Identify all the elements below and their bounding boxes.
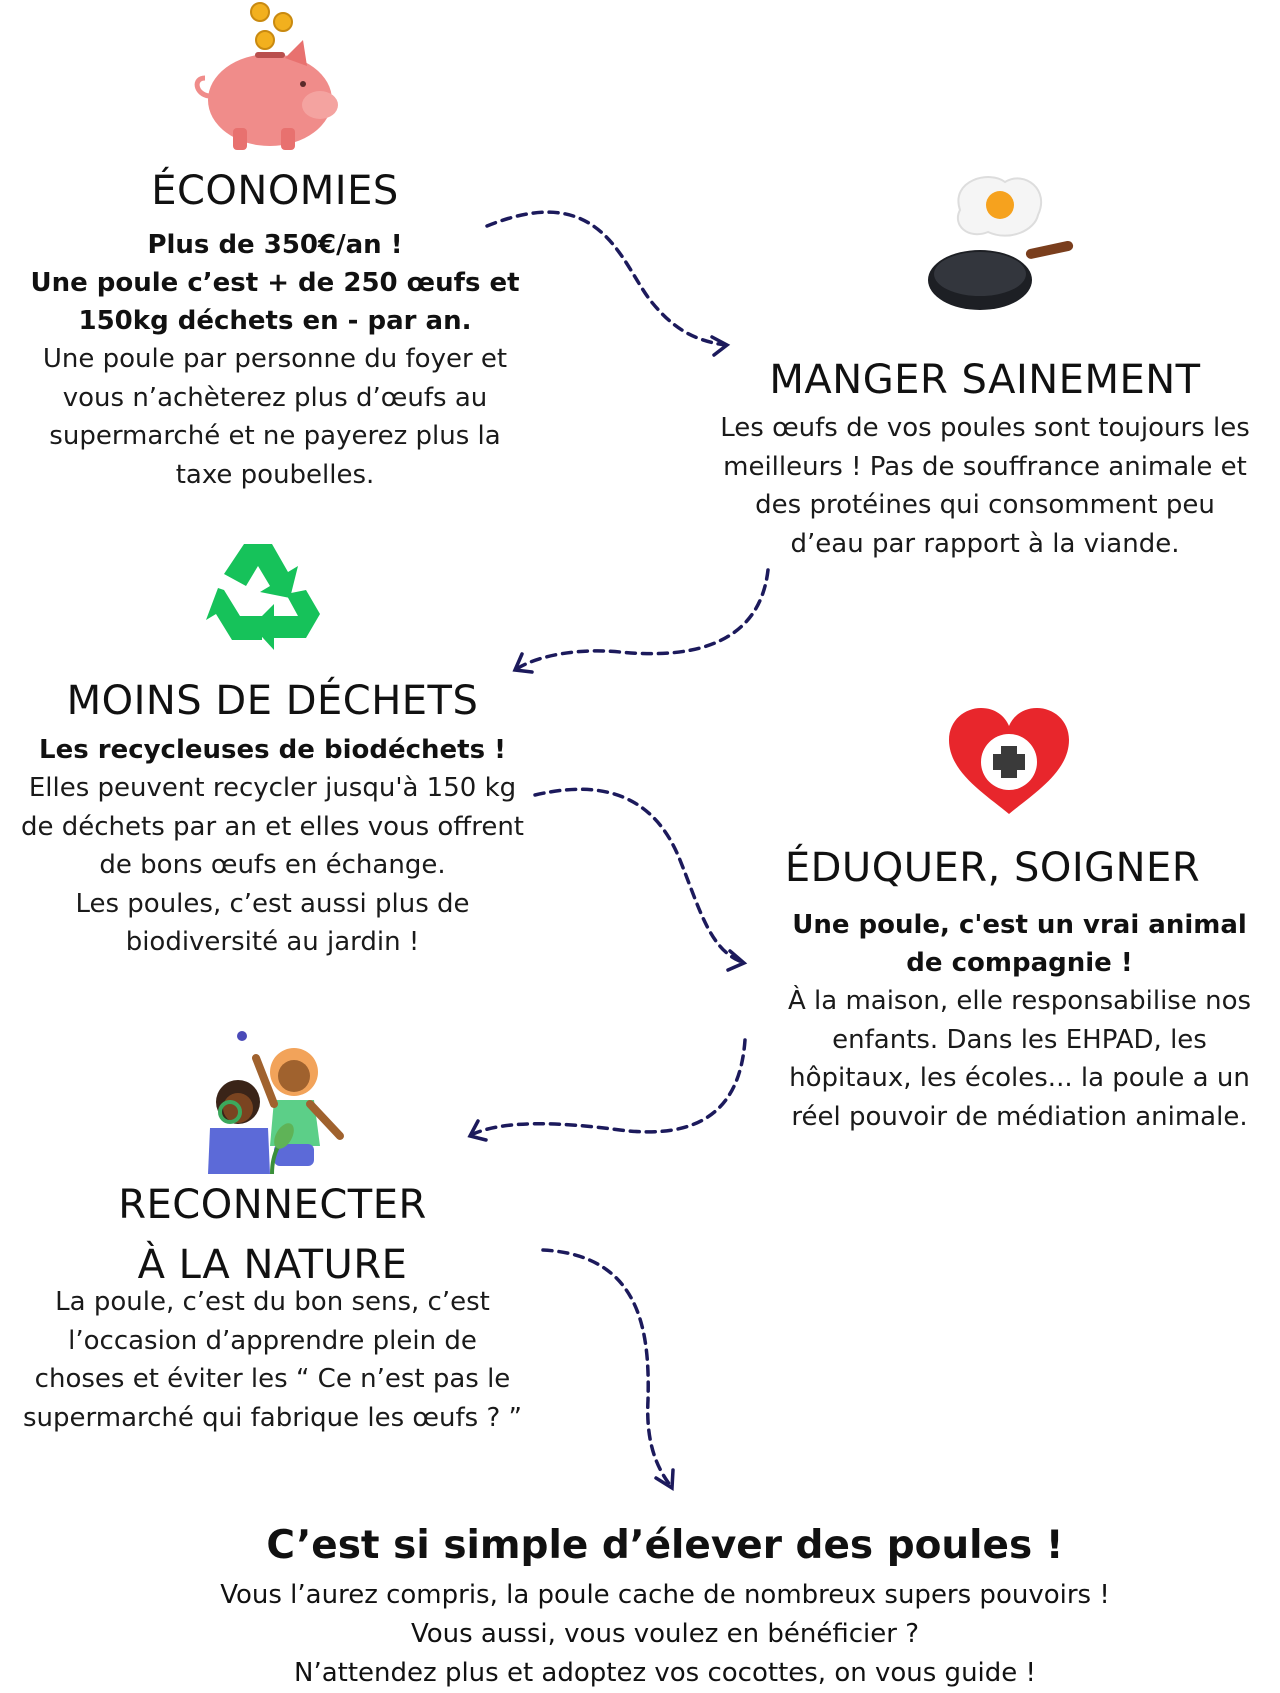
eduquer-text: Une poule, c'est un vrai animal de compa…	[757, 906, 1280, 1136]
manger-title: MANGER SAINEMENT	[769, 357, 1201, 403]
eduquer-body-line: À la maison, elle responsabilise nos	[787, 986, 1252, 1016]
recycle-icon	[202, 536, 322, 654]
piggy-bank-icon	[185, 0, 340, 155]
nature-body-line: choses et éviter les “ Ce n’est pas le	[34, 1364, 511, 1394]
dechets-body-line: de bons œufs en échange.	[99, 850, 446, 880]
economies-body-line: vous n’achèterez plus d’œufs au	[62, 382, 488, 413]
economies-title: ÉCONOMIES	[151, 168, 399, 214]
arrowhead-2	[512, 652, 534, 674]
nature-text: La poule, c’est du bon sens, c’est l’occ…	[0, 1283, 545, 1437]
nature-body-line: supermarché qui fabrique les œufs ? ”	[23, 1402, 522, 1433]
manger-body-line: d’eau par rapport à la viande.	[790, 528, 1180, 559]
economies-body-line: supermarché et ne payerez plus la	[49, 421, 501, 451]
arrowhead-5	[654, 1468, 675, 1492]
dechets-body-line: Les poules, c’est aussi plus de	[75, 888, 470, 919]
children-nature-icon	[190, 1028, 360, 1176]
dechets-body-line: de déchets par an et elles vous offrent	[20, 811, 524, 842]
final-body-line: Vous l’aurez compris, la poule cache de …	[220, 1580, 1110, 1610]
economies-bold-line: Une poule c’est + de 250 œufs et	[30, 268, 520, 298]
eduquer-body-line: hôpitaux, les écoles... la poule a un	[789, 1063, 1250, 1093]
manger-text: Les œufs de vos poules sont toujours les…	[700, 409, 1270, 563]
nature-title-line: À LA NATURE	[137, 1242, 408, 1288]
dechets-body-line: Elles peuvent recycler jusqu'à 150 kg	[28, 773, 517, 803]
eduquer-bold-line: de compagnie !	[906, 948, 1133, 978]
arrowhead-3	[726, 949, 748, 972]
arrow-economies-to-manger	[485, 210, 727, 347]
final-body-line: N’attendez plus et adoptez vos cocottes,…	[294, 1658, 1036, 1688]
economies-bold-line: 150kg déchets en - par an.	[78, 306, 472, 336]
manger-body-line: Les œufs de vos poules sont toujours les	[720, 413, 1250, 443]
nature-body-line: l’occasion d’apprendre plein de	[68, 1325, 477, 1356]
heart-cross-icon	[945, 706, 1073, 818]
arrowhead-1	[710, 335, 731, 357]
economies-bold-line: Plus de 350€/an !	[147, 230, 403, 260]
eduquer-body-line: réel pouvoir de médiation animale.	[791, 1101, 1248, 1132]
arrow-manger-to-dechets	[516, 568, 770, 670]
nature-title-line: RECONNECTER	[118, 1182, 427, 1228]
final-body-line: Vous aussi, vous voulez en bénéficier ?	[410, 1619, 920, 1649]
final-title: C’est si simple d’élever des poules !	[266, 1523, 1064, 1568]
economies-text: Plus de 350€/an ! Une poule c’est + de 2…	[0, 226, 550, 494]
manger-body-line: meilleurs ! Pas de souffrance animale et	[723, 451, 1247, 482]
arrow-eduquer-to-nature	[471, 1038, 747, 1136]
economies-body-line: Une poule par personne du foyer et	[42, 344, 508, 374]
dechets-text: Les recycleuses de biodéchets ! Elles pe…	[0, 731, 545, 962]
economies-body-line: taxe poubelles.	[175, 459, 375, 490]
nature-body-line: La poule, c’est du bon sens, c’est	[55, 1287, 490, 1317]
dechets-title: MOINS DE DÉCHETS	[66, 678, 479, 724]
arrow-nature-to-final	[541, 1248, 672, 1487]
dechets-body-line: biodiversité au jardin !	[125, 927, 420, 957]
eduquer-title: ÉDUQUER, SOIGNER	[784, 845, 1201, 891]
fried-egg-pan-icon	[920, 170, 1080, 325]
eduquer-bold-line: Une poule, c'est un vrai animal	[792, 910, 1247, 940]
nature-title: RECONNECTER À LA NATURE	[0, 1175, 545, 1295]
eduquer-body-line: enfants. Dans les EHPAD, les	[832, 1024, 1207, 1055]
arrowhead-4	[467, 1119, 488, 1142]
final-text: Vous l’aurez compris, la poule cache de …	[0, 1576, 1280, 1693]
arrow-dechets-to-eduquer	[533, 787, 744, 964]
dechets-bold-line: Les recycleuses de biodéchets !	[39, 735, 506, 765]
manger-body-line: des protéines qui consomment peu	[755, 490, 1215, 520]
